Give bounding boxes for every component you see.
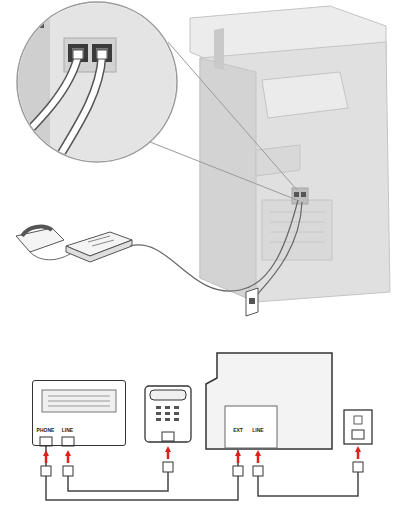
port-label: LINE [61,428,74,433]
answering-machine-top [66,232,132,262]
telephone-top [16,227,70,260]
answering-machine-display [40,390,116,446]
port-label: LINE [251,428,264,433]
answering-machine-box: PHONE LINE [32,380,126,446]
port-label: EXT [232,428,244,433]
telephone-symbol [145,386,191,442]
wall-jack [344,410,372,444]
phone-cable [46,446,238,500]
cable-top [256,202,302,296]
cable-plug [41,462,363,476]
printer-illustration [190,6,390,302]
printer-outline [205,352,333,450]
port-label: PHONE [36,428,56,433]
cable-top [130,200,298,291]
insert-arrow [46,449,358,463]
zoom-circle [10,0,190,172]
phone-cable [68,472,358,496]
wall-jack-top [246,288,258,316]
printer-box: EXT LINE [205,352,333,450]
